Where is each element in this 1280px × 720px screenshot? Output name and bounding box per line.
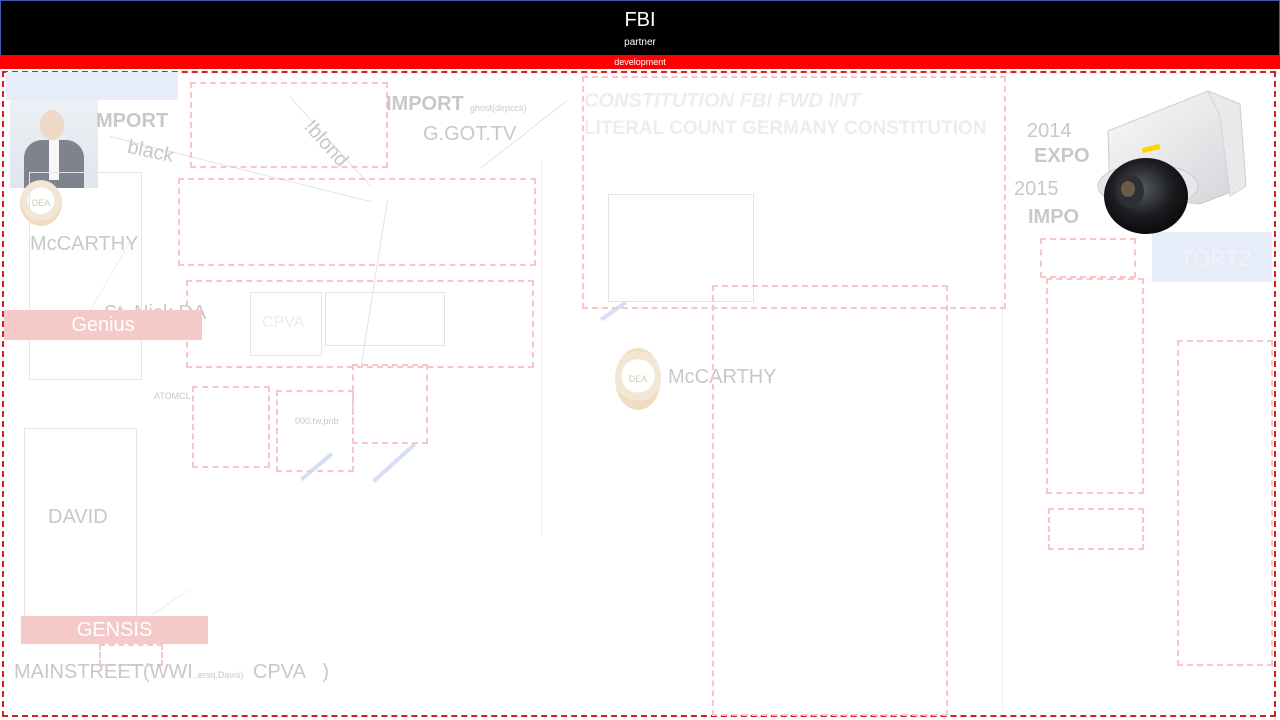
year-2015-label: 2015 [1014, 178, 1059, 200]
blue-block-top-left [6, 72, 178, 100]
mccarthy-left-label: McCARTHY [30, 233, 139, 255]
inner-box [325, 292, 445, 346]
genius-bar: Genius [4, 310, 202, 340]
page-subtitle: partner [624, 37, 656, 48]
slide-frame [2, 71, 1276, 717]
import-center-label: IMPORT [386, 93, 464, 115]
development-banner: development [0, 55, 1280, 69]
ghost-small-label: ghost(dirpccs) [470, 103, 527, 113]
constitution-line1: CONSTITUTION FBI FWD INT [584, 90, 861, 112]
import-label: MPORT [96, 110, 169, 132]
dashed-box [1040, 238, 1136, 278]
blue-block-right [1152, 232, 1272, 282]
inner-box [608, 194, 754, 302]
divider-line [1002, 300, 1003, 710]
tw-png-label: 000.tw.pnb [295, 416, 339, 426]
dashed-box [1177, 340, 1273, 666]
expo-label: EXPO [1034, 145, 1090, 167]
cpva-bottom: CPVA [252, 661, 305, 683]
dashed-box [276, 390, 354, 472]
constitution-line2: LITERAL COUNT GERMANY CONSTITUTION [584, 118, 987, 139]
dea-badge-icon: DEA [615, 348, 661, 410]
mccarthy-center-label: McCARTHY [668, 366, 777, 388]
dashed-box [99, 644, 163, 666]
dashed-box [582, 76, 1006, 309]
dashed-box [190, 82, 388, 168]
divider-line [541, 160, 542, 535]
inner-box [250, 292, 322, 356]
portrait-photo [10, 100, 98, 188]
david-label: DAVID [48, 506, 108, 528]
dea-badge-icon: DEA [20, 180, 62, 226]
dashed-box [186, 280, 534, 368]
page-title: FBI [624, 9, 656, 31]
dashed-box [352, 364, 428, 444]
g-got-tv-label: G.GOT.TV [423, 123, 517, 145]
mainstreet-small: ..ersq.Davis) [192, 670, 244, 680]
gensis-bar: GENSIS [21, 616, 208, 644]
atomcl-label: ATOMCL [154, 391, 191, 401]
tort2-label: TORT2 [1180, 246, 1252, 271]
dashed-box [192, 386, 270, 468]
security-camera-icon [1097, 90, 1247, 234]
left-panel [29, 172, 142, 380]
title-bar: FBI partner [0, 0, 1280, 56]
mainstreet-label: MAINSTREET(WWI..ersq.Davis) CPVA ) [14, 661, 329, 684]
dashed-box [1048, 508, 1144, 550]
mainstreet-text: MAINSTREET(WWI [14, 661, 193, 683]
dashed-box [178, 178, 536, 266]
cpva-box-label: CPVA [262, 314, 305, 331]
impo-label: IMPO [1028, 206, 1080, 228]
dashed-box [1046, 278, 1144, 494]
paren: ) [322, 661, 330, 683]
dashed-box [712, 285, 948, 716]
year-2014-label: 2014 [1027, 120, 1072, 142]
